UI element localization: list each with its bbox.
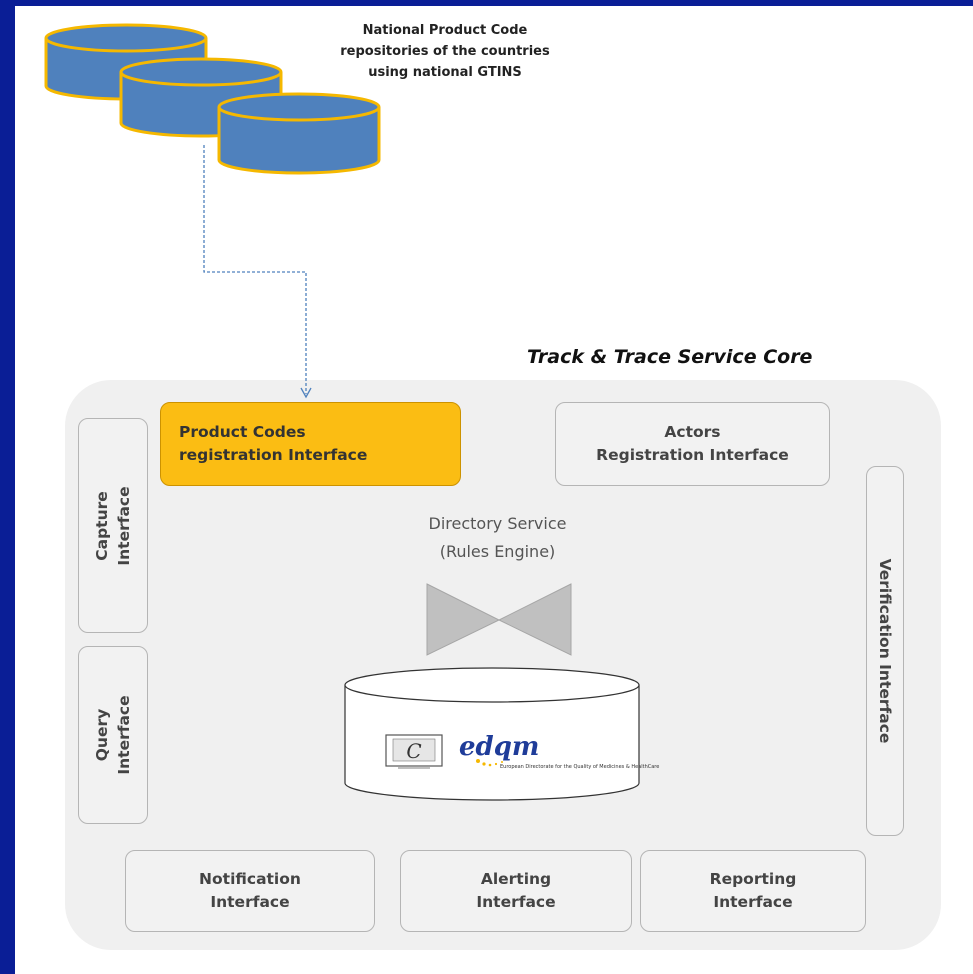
- alerting-interface[interactable]: Alerting Interface: [400, 850, 632, 932]
- product-codes-interface[interactable]: Product Codes registration Interface: [160, 402, 461, 486]
- valve-left-triangle: [426, 583, 501, 656]
- actors-interface[interactable]: Actors Registration Interface: [555, 402, 830, 486]
- repository-cylinder-3: [217, 92, 381, 175]
- svg-text:C: C: [406, 739, 421, 763]
- notification-interface[interactable]: Notification Interface: [125, 850, 375, 932]
- edqm-logo-text: edqm: [459, 732, 539, 762]
- council-of-europe-logo-icon: C: [385, 734, 443, 769]
- query-interface[interactable]: Query Interface: [78, 646, 148, 824]
- database-cylinder: [344, 667, 640, 801]
- edqm-logo-icon: edqm European Directorate for the Qualit…: [459, 732, 659, 770]
- capture-interface[interactable]: Capture Interface: [78, 418, 148, 633]
- repositories-caption: National Product Code repositories of th…: [340, 23, 550, 80]
- verification-interface[interactable]: Verification Interface: [866, 466, 904, 836]
- service-core-title: Track & Trace Service Core: [527, 346, 813, 368]
- edqm-logo-subtitle: European Directorate for the Quality of …: [500, 764, 659, 770]
- arrow-head-icon: [300, 387, 312, 399]
- directory-service-label: Directory Service (Rules Engine): [428, 514, 567, 561]
- valve-right-triangle: [497, 583, 572, 656]
- reporting-interface[interactable]: Reporting Interface: [640, 850, 866, 932]
